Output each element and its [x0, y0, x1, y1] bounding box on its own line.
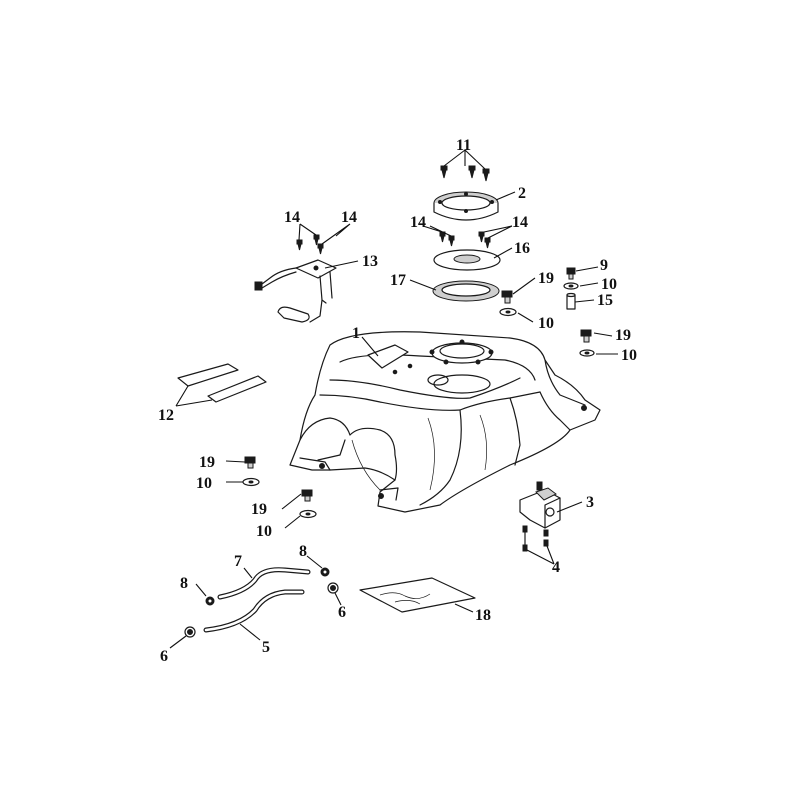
bolt-19-top [501, 290, 513, 304]
hose-7 [217, 567, 311, 600]
callout-2: 2 [518, 185, 526, 202]
mounting-bracket [519, 481, 561, 529]
screws-14-pump [439, 231, 491, 249]
washer-10-right-upper [563, 282, 579, 290]
callout-10-right-lower: 10 [621, 347, 637, 364]
pump-gasket [432, 280, 500, 302]
bolt-9 [566, 267, 576, 280]
clamp-8-right [320, 567, 330, 577]
bolt-19-left-lower [301, 489, 313, 502]
washer-10-top [499, 307, 517, 317]
callout-10-right-upper: 10 [601, 276, 617, 293]
callout-9: 9 [600, 257, 608, 274]
fuel-pump-cap [433, 191, 499, 221]
foam-strips [177, 363, 267, 403]
callout-labels: 1 2 3 4 5 6 6 7 8 8 9 10 10 10 10 10 11 … [158, 137, 637, 665]
callout-7: 7 [234, 553, 242, 570]
rubber-pad [359, 577, 476, 613]
washer-10-left-lower [299, 509, 317, 519]
callout-8-right: 8 [299, 543, 307, 560]
callout-18: 18 [475, 607, 491, 624]
spacer-15 [566, 292, 576, 310]
fuel-level-sensor [254, 259, 337, 323]
callout-14-sensor-left: 14 [284, 209, 300, 226]
clamp-6-left [184, 626, 196, 638]
leader-lines [169, 149, 618, 649]
bolt-19-left-upper [244, 456, 256, 469]
callout-19-left-upper: 19 [199, 454, 215, 471]
callout-17: 17 [390, 272, 406, 289]
washer-10-left-upper [242, 477, 260, 487]
callout-3: 3 [586, 494, 594, 511]
clamp-8-left [205, 596, 215, 606]
callout-19-right: 19 [615, 327, 631, 344]
callout-14-sensor-right: 14 [341, 209, 357, 226]
callout-19-left-lower: 19 [251, 501, 267, 518]
callout-11: 11 [456, 137, 471, 154]
callout-14-pump-right: 14 [512, 214, 528, 231]
callout-1: 1 [352, 325, 360, 342]
callout-4: 4 [552, 559, 560, 576]
callout-10-left-upper: 10 [196, 475, 212, 492]
callout-5: 5 [262, 639, 270, 656]
callout-10-top: 10 [538, 315, 554, 332]
callout-14-pump-left: 14 [410, 214, 426, 231]
washer-10-right-lower [579, 349, 595, 357]
callout-6-left: 6 [160, 648, 168, 665]
bolts-4 [522, 525, 549, 552]
bolt-19-right [580, 329, 592, 343]
clamp-6-right [327, 582, 339, 594]
callout-10-left-lower: 10 [256, 523, 272, 540]
callout-13: 13 [362, 253, 378, 270]
callout-16: 16 [514, 240, 530, 257]
screws-11 [440, 165, 490, 182]
callout-15: 15 [597, 292, 613, 309]
pump-plate [433, 249, 501, 271]
callout-19-top: 19 [538, 270, 554, 287]
callout-12: 12 [158, 407, 174, 424]
callout-6-right: 6 [338, 604, 346, 621]
screws-14-sensor [296, 234, 324, 255]
hose-5 [203, 589, 305, 633]
fuel-tank [289, 331, 601, 513]
callout-8-left: 8 [180, 575, 188, 592]
